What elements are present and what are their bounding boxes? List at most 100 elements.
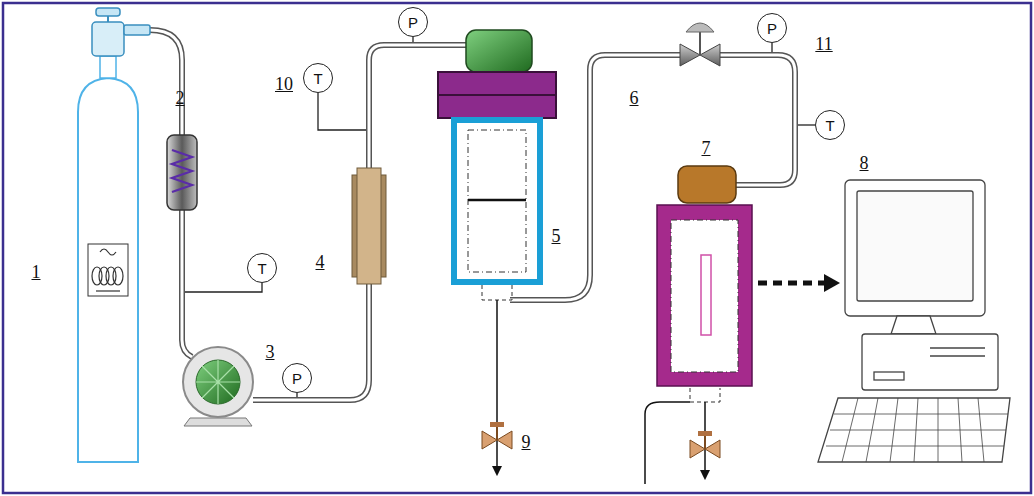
gas-cylinder xyxy=(107,16,109,22)
measuring-cell xyxy=(657,205,752,386)
pump xyxy=(184,418,252,426)
callout-number: 3 xyxy=(266,343,275,361)
gauge-stems xyxy=(798,124,815,125)
pipes xyxy=(182,210,192,357)
gas-cylinder xyxy=(88,244,128,296)
back-pressure-valve xyxy=(686,23,714,32)
computer xyxy=(842,398,984,462)
pipes xyxy=(253,282,369,400)
gauge-letter: P xyxy=(767,21,777,36)
pump xyxy=(183,347,253,417)
gauge-stems xyxy=(296,393,297,397)
gauge-letter: T xyxy=(825,118,834,133)
gauge-stems xyxy=(771,43,772,52)
measuring-cell xyxy=(704,402,706,478)
callout-number: 8 xyxy=(860,154,869,172)
pipes xyxy=(720,55,795,185)
vessel xyxy=(466,30,532,72)
computer xyxy=(845,180,985,316)
gauge-circle: T xyxy=(815,110,845,140)
vessel xyxy=(438,30,556,474)
filter xyxy=(167,135,197,210)
measuring-cell xyxy=(678,166,736,203)
pump xyxy=(196,360,240,404)
pipes xyxy=(150,30,182,135)
vessel xyxy=(482,285,512,300)
back-pressure-valve xyxy=(680,23,720,66)
vessel xyxy=(468,199,526,202)
heater xyxy=(357,168,381,284)
measuring-cell xyxy=(645,402,690,484)
gauge-stems xyxy=(185,37,815,397)
gas-cylinder xyxy=(124,25,150,35)
gas-cylinder xyxy=(100,56,116,78)
measuring-cell xyxy=(690,388,720,402)
gauge-letter: T xyxy=(313,71,322,86)
computer xyxy=(930,355,985,356)
computer xyxy=(930,347,985,348)
gauge-stems xyxy=(412,37,413,42)
callout-number: 1 xyxy=(32,263,41,281)
frame xyxy=(3,3,1031,493)
callout-number: 7 xyxy=(702,139,711,157)
back-pressure-valve xyxy=(699,32,701,55)
filter xyxy=(167,135,197,210)
vessel xyxy=(468,130,526,272)
gauge-stems xyxy=(318,93,366,130)
vessel xyxy=(438,95,556,118)
gas-cylinder xyxy=(96,8,120,16)
gas-cylinder xyxy=(78,8,150,462)
drain-valve xyxy=(490,422,504,427)
vessel xyxy=(438,72,556,95)
computer xyxy=(818,180,1010,462)
gauge-letter: P xyxy=(292,371,302,386)
measuring-cell xyxy=(698,431,712,436)
signal-arrow xyxy=(824,274,840,292)
gas-cylinder xyxy=(113,267,123,285)
drain-valve xyxy=(496,426,498,440)
callout-number: 2 xyxy=(176,89,185,107)
gauge-stems xyxy=(185,283,262,292)
filter xyxy=(172,150,192,192)
computer xyxy=(857,191,973,301)
vessel xyxy=(496,300,498,474)
computer xyxy=(874,372,904,380)
measuring-cell xyxy=(704,435,706,449)
gauge-circle: P xyxy=(282,363,312,393)
pipes xyxy=(150,30,182,135)
gauge-letter: T xyxy=(257,261,266,276)
computer xyxy=(862,334,998,390)
measuring-cell xyxy=(701,255,711,335)
heater xyxy=(352,168,386,284)
measuring-cell xyxy=(645,166,752,484)
gauge-circle: T xyxy=(247,253,277,283)
callout-number: 10 xyxy=(275,75,293,93)
gauge-circle: P xyxy=(757,13,787,43)
pipes xyxy=(253,282,369,400)
gas-cylinder xyxy=(92,22,124,56)
gas-cylinder xyxy=(100,249,116,255)
computer xyxy=(891,316,936,334)
callout-number: 11 xyxy=(815,35,832,53)
pipes xyxy=(182,210,192,357)
signal-arrow xyxy=(758,281,826,286)
computer xyxy=(818,398,1010,462)
signal-arrow xyxy=(758,274,840,292)
gauge-circle: T xyxy=(303,63,333,93)
pump xyxy=(183,347,253,426)
gas-cylinder xyxy=(78,78,138,462)
gauge-letter: P xyxy=(408,15,418,30)
pump xyxy=(196,360,240,404)
pipes xyxy=(720,55,795,185)
drain-valve xyxy=(482,422,512,449)
measuring-cell xyxy=(671,220,738,372)
gas-cylinder xyxy=(96,290,120,291)
gauge-circle: P xyxy=(398,7,428,37)
pipes xyxy=(150,30,795,400)
vessel xyxy=(454,120,540,282)
callout-number: 5 xyxy=(552,227,561,245)
callout-number: 6 xyxy=(630,89,639,107)
callout-number: 4 xyxy=(316,253,325,271)
